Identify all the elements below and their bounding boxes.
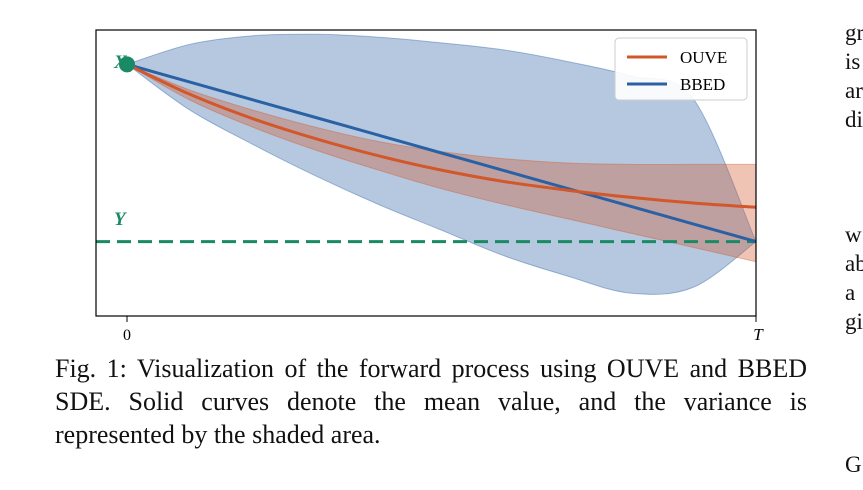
side-column-top: gr is ar di xyxy=(845,18,863,134)
legend: OUVE BBED xyxy=(614,37,748,101)
legend-label-ouve: OUVE xyxy=(680,48,727,67)
ouve-mean-line xyxy=(126,62,757,209)
side-line: a xyxy=(845,280,856,305)
ouve-variance-band xyxy=(126,63,757,263)
y-label: Y xyxy=(114,209,128,230)
bbed-mean-line xyxy=(126,62,757,244)
figure: X0 Y 0 T OUVE BBED xyxy=(95,29,764,344)
side-line: gi xyxy=(845,309,863,334)
side-line: ar xyxy=(845,78,863,103)
x-tick-label-0: 0 xyxy=(123,327,131,344)
side-line: w xyxy=(845,222,862,247)
side-column-middle: w ab a gi xyxy=(845,220,863,336)
figure-caption: Fig. 1: Visualization of the forward pro… xyxy=(55,354,807,449)
side-line: di xyxy=(845,107,863,132)
legend-label-bbed: BBED xyxy=(680,75,725,94)
side-line: gr xyxy=(845,20,863,45)
axes-frame xyxy=(95,29,757,317)
side-line: is xyxy=(845,49,861,74)
x0-start-point xyxy=(119,56,135,73)
x0-label-main: X xyxy=(113,52,128,73)
side-column-bottom: G xyxy=(845,450,863,479)
x-tick-label-T: T xyxy=(753,325,764,344)
x0-label: X0 xyxy=(113,52,133,75)
x0-label-subscript: 0 xyxy=(127,61,133,75)
forward-process-chart: X0 Y 0 T OUVE BBED xyxy=(95,29,764,344)
side-line: ab xyxy=(845,251,863,276)
side-line: G xyxy=(845,452,862,477)
